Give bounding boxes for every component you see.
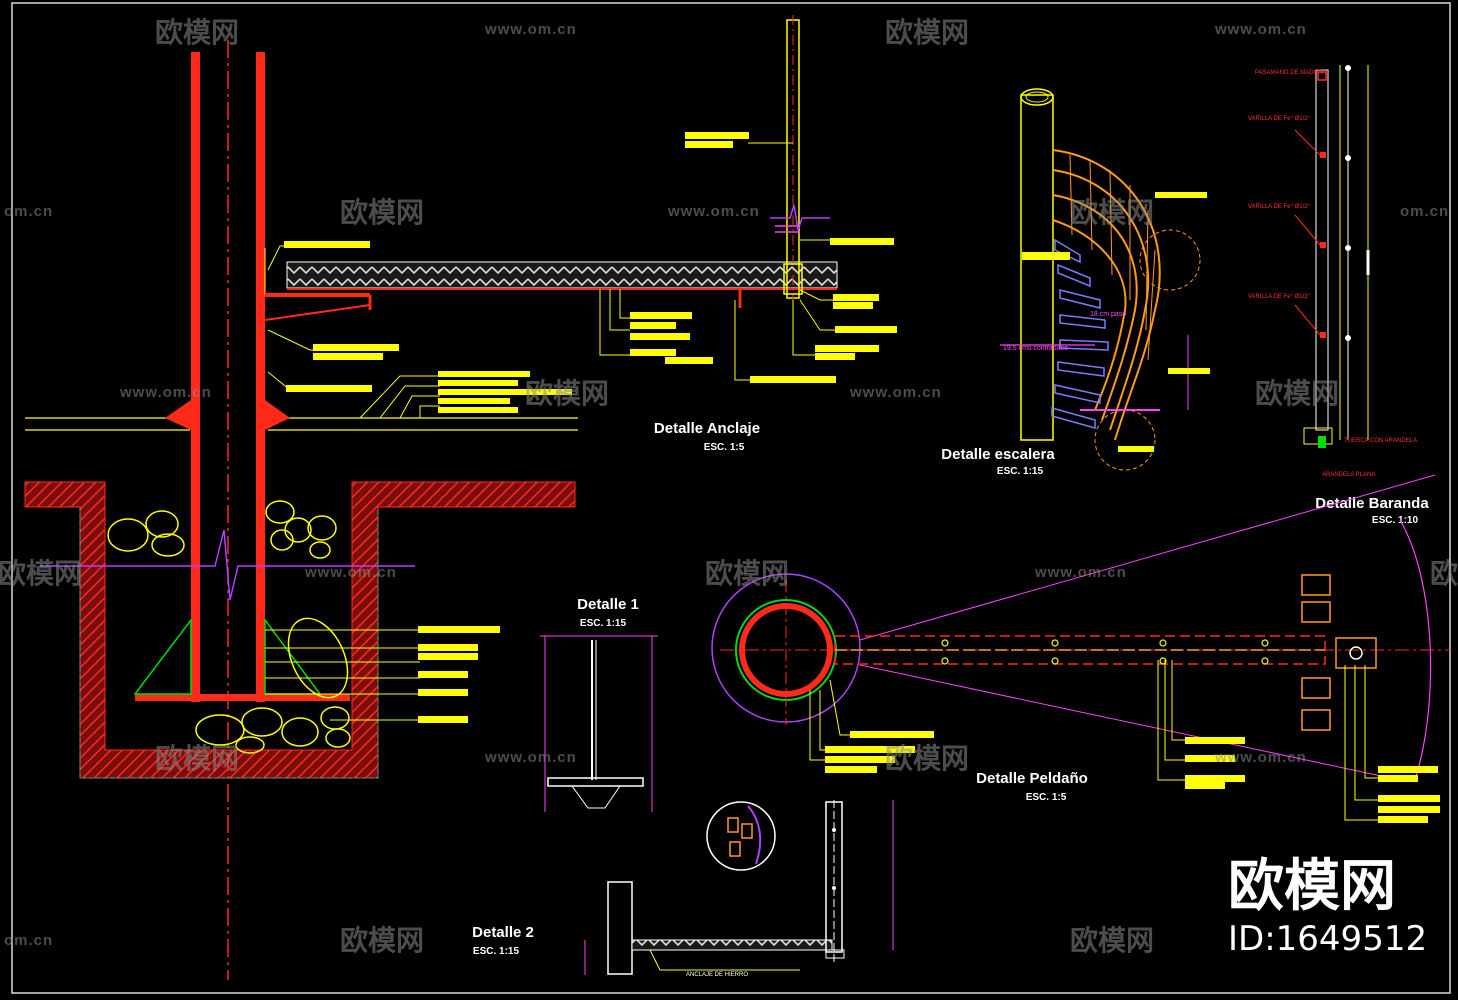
watermark-url: om.cn bbox=[4, 203, 53, 220]
watermark-url: www.om.cn bbox=[484, 749, 577, 766]
watermark-brand: 欧模网 bbox=[885, 16, 969, 49]
watermark-url: www.om.cn bbox=[1034, 564, 1127, 581]
watermark-url: www.om.cn bbox=[304, 564, 397, 581]
corner-id: ID:1649512 bbox=[1228, 919, 1427, 959]
detalle-baranda-title: Detalle Baranda bbox=[1315, 495, 1429, 512]
detalle-escalera-title: Detalle escalera bbox=[941, 446, 1055, 463]
detalle-1-scale: ESC. 1:15 bbox=[580, 618, 627, 629]
detalle-escalera: 18 cm paso 19.5 cms contrapaso Detalle e… bbox=[941, 88, 1210, 477]
escalera-paso-label: 18 cm paso bbox=[1090, 311, 1126, 318]
detalle-2: ANCLAJE DE HIERRO Detalle 2 ESC. 1:15 bbox=[472, 800, 894, 978]
detalle-baranda: PASAMANO DE MADERA VARILLA DE Fe° Ø1/2" … bbox=[1248, 65, 1429, 526]
watermark-url: www.om.cn bbox=[849, 384, 942, 401]
corner-brand-logo: 欧模网 bbox=[1228, 854, 1396, 919]
detalle-2-title: Detalle 2 bbox=[472, 924, 534, 941]
watermark-url: om.cn bbox=[4, 932, 53, 949]
detalle-peldano-scale: ESC. 1:5 bbox=[1026, 792, 1067, 803]
steel-column bbox=[191, 52, 200, 702]
column-footing-section bbox=[24, 40, 578, 980]
watermark-layer: 欧模网 欧模网 欧模网 欧模网 欧模网 欧模网 欧模网 欧模网 欧模网 欧模网 … bbox=[0, 16, 1458, 957]
watermark-brand: 欧模网 bbox=[1070, 196, 1154, 229]
detalle-peldano: Detalle Peldaño ESC. 1:5 bbox=[711, 474, 1450, 823]
sheet-frame bbox=[11, 2, 1451, 994]
baranda-arandela-label: ARANDELA PLANA bbox=[1322, 472, 1375, 478]
detalle-escalera-scale: ESC. 1:15 bbox=[997, 466, 1044, 477]
detalle-peldano-title: Detalle Peldaño bbox=[976, 770, 1088, 787]
watermark-brand: 欧模网 bbox=[525, 377, 609, 410]
detalle-2-scale: ESC. 1:15 bbox=[473, 946, 520, 957]
watermark-brand: 欧模网 bbox=[1430, 557, 1458, 590]
watermark-brand: 欧模网 bbox=[1070, 924, 1154, 957]
watermark-brand: 欧模网 bbox=[885, 742, 969, 775]
watermark-brand: 欧模网 bbox=[0, 557, 82, 590]
watermark-url: www.om.cn bbox=[1214, 749, 1307, 766]
watermark-brand: 欧模网 bbox=[340, 196, 424, 229]
watermark-url: www.om.cn bbox=[1214, 21, 1307, 38]
watermark-url: www.om.cn bbox=[667, 203, 760, 220]
baranda-tuerca-label: TUERCA CON ARANDELA bbox=[1344, 438, 1417, 444]
watermark-brand: 欧模网 bbox=[155, 742, 239, 775]
detalle-2-anclaje-label: ANCLAJE DE HIERRO bbox=[686, 972, 748, 978]
watermark-brand: 欧模网 bbox=[340, 924, 424, 957]
baranda-varilla-2-label: VARILLA DE Fe° Ø1/2" bbox=[1248, 204, 1310, 210]
detalle-anclaje: Detalle Anclaje ESC. 1:5 bbox=[286, 15, 897, 453]
watermark-brand: 欧模网 bbox=[1255, 377, 1339, 410]
baranda-pasamano-label: PASAMANO DE MADERA bbox=[1255, 70, 1326, 76]
watermark-url: om.cn bbox=[1400, 203, 1449, 220]
watermark-url: www.om.cn bbox=[484, 21, 577, 38]
baranda-varilla-3-label: VARILLA DE Fe° Ø1/2" bbox=[1248, 294, 1310, 300]
detalle-anclaje-scale: ESC. 1:5 bbox=[704, 442, 745, 453]
detalle-anclaje-title: Detalle Anclaje bbox=[654, 420, 760, 437]
escalera-contrapaso-label: 19.5 cms contrapaso bbox=[1003, 345, 1068, 352]
watermark-brand: 欧模网 bbox=[155, 16, 239, 49]
watermark-brand: 欧模网 bbox=[705, 557, 789, 590]
watermark-url: www.om.cn bbox=[119, 384, 212, 401]
baranda-varilla-1-label: VARILLA DE Fe° Ø1/2" bbox=[1248, 116, 1310, 122]
detalle-1-title: Detalle 1 bbox=[577, 596, 639, 613]
detalle-1: Detalle 1 ESC. 1:15 bbox=[540, 596, 658, 812]
detalle-baranda-scale: ESC. 1:10 bbox=[1372, 515, 1419, 526]
